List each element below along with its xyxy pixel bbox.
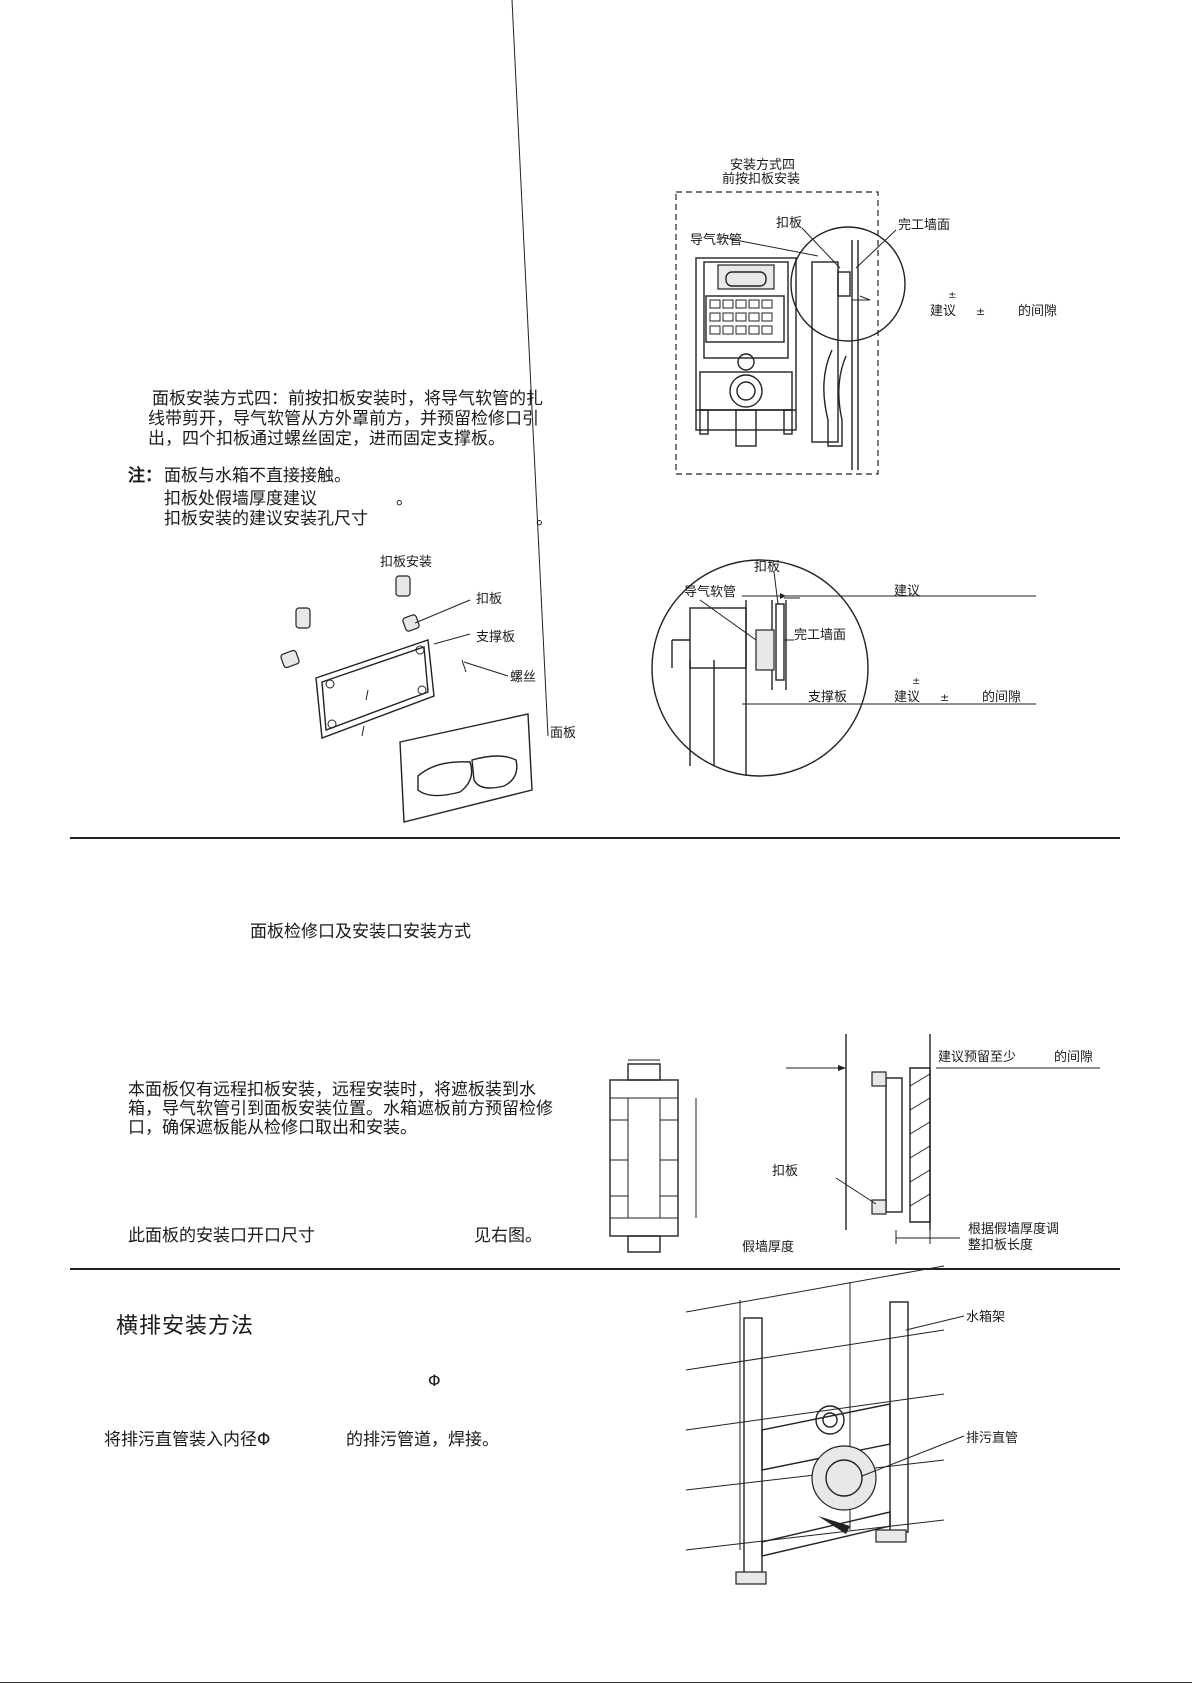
label-adjust-line-2: 整扣板长度 — [968, 1238, 1034, 1253]
opening-size-diagram — [609, 1059, 697, 1253]
detail-label-jianyi: 建议 — [894, 690, 921, 705]
cistern-front-view — [675, 191, 879, 475]
note-3-period: 。 — [536, 509, 553, 529]
section3-heading: 横排安装方法 — [116, 1314, 255, 1339]
detail-label-kouban: 扣板 — [754, 560, 781, 575]
section-divider-1 — [70, 837, 1120, 839]
instruction-part-b: 的排污管道，焊接。 — [346, 1430, 499, 1450]
label-jianyi: 建议 — [930, 304, 957, 319]
label-plusminus-2: ± — [976, 305, 986, 318]
detail-label-daoqi: 导气软管 — [684, 585, 737, 600]
label-cistern-frame: 水箱架 — [966, 1310, 1006, 1325]
top-diagram-leaders — [719, 227, 897, 269]
label-reserve-gap: 建议预留至少 — [938, 1050, 1017, 1065]
detail-label-plusminus-2: ± — [940, 691, 950, 704]
method-title: 安装方式四 — [730, 158, 796, 173]
section2-paragraph-line-2: 箱，导气软管引到面板安装位置。水箱遮板前方预留检修 — [128, 1099, 553, 1119]
paragraph-line-2: 线带剪开，导气软管从方外罩前方，并预留检修口引 — [148, 409, 539, 429]
section2-paragraph-line-3: 口，确保遮板能从检修口取出和安装。 — [128, 1118, 417, 1138]
note-1: 面板与水箱不直接接触。 — [164, 466, 351, 486]
label-kouban: 扣板 — [776, 216, 803, 231]
instruction-part-a: 将排污直管装入内径Φ — [104, 1430, 271, 1450]
note-prefix: 注： — [128, 466, 162, 486]
label-reserve-gap-suffix: 的间隙 — [1054, 1050, 1094, 1065]
detail-label-wall: 完工墙面 — [794, 628, 847, 643]
exploded-label-luosi: 螺丝 — [510, 670, 537, 685]
label-plusminus: ± — [948, 290, 957, 301]
cistern-side-view — [790, 226, 906, 470]
exploded-faceplate-view — [280, 0, 549, 823]
label-gap: 的间隙 — [1018, 304, 1058, 319]
note-2-period: 。 — [396, 489, 413, 509]
paragraph-line-3: 出，四个扣板通过螺丝固定，进而固定支撑板。 — [148, 429, 505, 449]
label-drain-pipe: 排污直管 — [966, 1431, 1019, 1446]
phi-symbol: Φ — [428, 1371, 441, 1390]
label-wall-thickness: 假墙厚度 — [742, 1240, 795, 1255]
wall-thickness-diagram — [786, 1034, 1100, 1244]
detail-label-zhicheng: 支撑板 — [808, 690, 848, 705]
label-finished-wall: 完工墙面 — [898, 218, 951, 233]
page-bottom-edge — [0, 1682, 1192, 1683]
label-daoqi-ruanguan: 导气软管 — [690, 233, 743, 248]
detail-label-gap: 的间隙 — [982, 690, 1022, 705]
exploded-label-mianban: 面板 — [550, 726, 577, 741]
exploded-label-zhicheng: 支撑板 — [476, 630, 516, 645]
detail-label-plusminus: ± — [912, 676, 921, 687]
opening-size-text: 此面板的安装口开口尺寸 — [128, 1226, 315, 1246]
label-kouban-section2: 扣板 — [772, 1164, 799, 1179]
note-2: 扣板处假墙厚度建议 — [164, 489, 317, 509]
detail-label-jianyi-top: 建议 — [894, 584, 921, 599]
exploded-title: 扣板安装 — [380, 555, 433, 570]
cistern-frame-illustration — [685, 1265, 965, 1585]
method-subtitle: 前按扣板安装 — [722, 172, 801, 187]
opening-size-suffix: 见右图。 — [474, 1226, 542, 1246]
label-adjust-line-1: 根据假墙厚度调 — [968, 1222, 1060, 1237]
section2-heading: 面板检修口及安装口安装方式 — [250, 922, 471, 942]
section-divider-2 — [70, 1268, 1120, 1270]
section2-paragraph-line-1: 本面板仅有远程扣板安装，远程安装时，将遮板装到水 — [128, 1080, 536, 1100]
note-3: 扣板安装的建议安装孔尺寸 — [164, 509, 368, 529]
detail-circle-view — [651, 559, 1036, 777]
exploded-label-kouban: 扣板 — [476, 592, 503, 607]
paragraph-line-1: 面板安装方式四：前按扣板安装时，将导气软管的扎 — [152, 389, 543, 409]
